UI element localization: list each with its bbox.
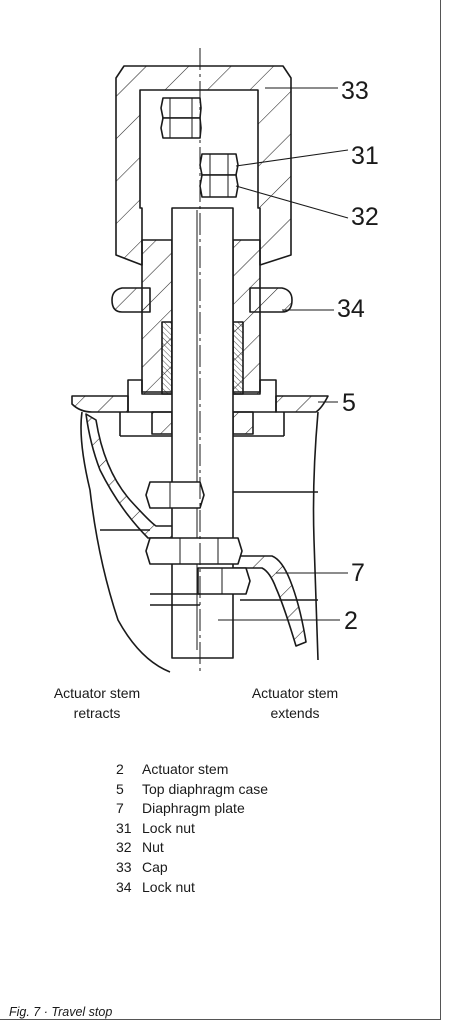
legend-item: 7 Diaphragm plate — [116, 799, 268, 819]
stem-nut-3 — [197, 567, 251, 595]
legend-text: Actuator stem — [142, 761, 229, 777]
legend-item: 33 Cap — [116, 858, 268, 878]
legend-text: Cap — [142, 858, 168, 875]
cap-nut-upper — [160, 97, 202, 119]
stem-nut-2 — [145, 537, 243, 565]
bushing-thread-right — [232, 321, 244, 395]
legend-number: 2 — [116, 761, 124, 777]
legend-item: 32 Nut — [116, 838, 268, 858]
top-diaphragm-case-right — [275, 395, 329, 413]
callout-33: 33 — [341, 77, 369, 105]
legend-number: 34 — [116, 878, 132, 895]
legend-text: Lock nut — [142, 878, 195, 895]
parts-legend: 2 Actuator stem 5 Top diaphragm case 7 Diap… — [116, 760, 268, 897]
legend-item: 2 Actuator stem — [116, 760, 268, 780]
stem-extends-line-2: extends — [270, 705, 320, 721]
stem-retracts-line-1: Actuator stem — [53, 685, 141, 701]
stem-retracts-line-2: retracts — [73, 705, 121, 721]
legend-number: 31 — [116, 819, 132, 836]
callout-32: 32 — [351, 203, 379, 231]
top-diaphragm-case-left — [71, 395, 129, 413]
legend-number: 5 — [116, 780, 124, 797]
legend-number: 33 — [116, 858, 132, 875]
callout-31: 31 — [351, 142, 379, 170]
legend-text: Lock nut — [142, 819, 195, 836]
lock-nut-31 — [199, 153, 239, 176]
legend-item: 5 Top diaphragm case — [116, 780, 268, 800]
bushing-thread-left — [161, 321, 173, 395]
seal-ring-right — [232, 411, 254, 435]
stem-extends-label: Actuator stem extends — [220, 683, 370, 723]
cap-nut-lower — [160, 117, 202, 139]
callout-7: 7 — [351, 559, 365, 587]
legend-text: Nut — [142, 839, 164, 856]
leader-31 — [235, 149, 349, 167]
legend-number: 7 — [116, 800, 124, 817]
legend-text: Diaphragm plate — [142, 800, 245, 817]
leader-32 — [235, 185, 349, 219]
diaphragm-plate-right — [227, 555, 307, 647]
legend-item: 31 Lock nut — [116, 819, 268, 839]
legend-number: 32 — [116, 839, 132, 856]
callout-2: 2 — [344, 607, 358, 635]
stem-extends-line-1: Actuator stem — [251, 685, 339, 701]
nut-32 — [199, 174, 239, 198]
legend-item: 34 Lock nut — [116, 878, 268, 898]
callout-34: 34 — [337, 295, 365, 323]
stem-retracts-label: Actuator stem retracts — [22, 683, 172, 723]
figure-frame — [0, 0, 441, 1020]
figure-caption: Fig. 7 · Travel stop — [9, 1005, 113, 1019]
callout-5: 5 — [342, 389, 356, 417]
stem-nut-1 — [145, 481, 205, 509]
legend-text: Top diaphragm case — [142, 780, 269, 797]
seal-ring-left — [151, 411, 173, 435]
